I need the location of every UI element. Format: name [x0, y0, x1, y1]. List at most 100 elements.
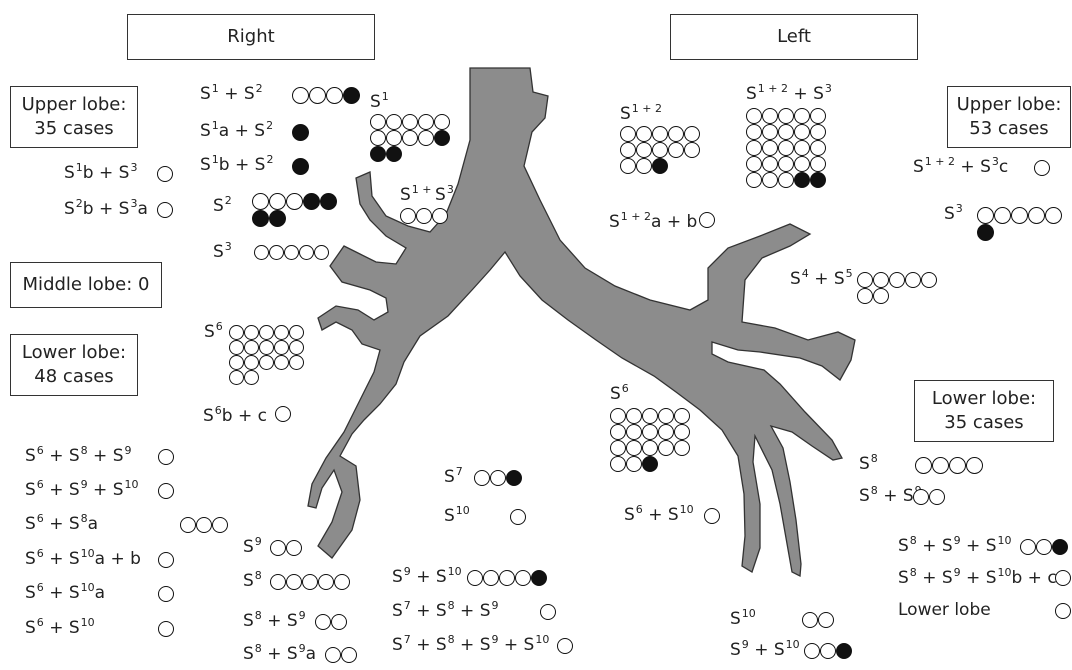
- open-case-circle: [949, 457, 966, 474]
- open-case-circle: [820, 643, 836, 659]
- open-case-circle: [157, 166, 173, 182]
- open-case-circle: [746, 156, 762, 172]
- segment-label-r19: S10: [444, 504, 470, 526]
- open-case-circle: [418, 114, 434, 130]
- open-case-circle: [802, 612, 818, 628]
- open-case-circle: [158, 449, 174, 465]
- open-case-circle: [794, 124, 810, 140]
- open-case-circle: [434, 114, 450, 130]
- open-case-circle: [778, 140, 794, 156]
- case-markers-l2: [746, 108, 826, 188]
- open-case-circle: [274, 325, 289, 340]
- segment-label-r25: S7 + S8 + S9: [392, 599, 499, 621]
- segment-label-r24: S9 + S10: [392, 565, 462, 587]
- open-case-circle: [259, 340, 274, 355]
- case-markers-r13: [158, 483, 174, 499]
- filled-case-circle: [370, 146, 386, 162]
- open-case-circle: [157, 202, 173, 218]
- open-case-circle: [229, 370, 244, 385]
- right-header-label: Right: [227, 26, 275, 47]
- open-case-circle: [315, 614, 331, 630]
- open-case-circle: [292, 87, 309, 104]
- open-case-circle: [259, 325, 274, 340]
- segment-label-l12: S8 + S9 + S10b + c: [898, 566, 1057, 588]
- left-upper-lobe-count: 53 cases: [969, 118, 1049, 139]
- open-case-circle: [510, 509, 526, 525]
- case-markers-r3: [292, 158, 309, 175]
- case-markers-r6: [252, 193, 337, 227]
- open-case-circle: [746, 108, 762, 124]
- right-upper-lobe-title: Upper lobe:: [21, 94, 127, 115]
- segment-label-r14: S6 + S8a: [25, 512, 99, 534]
- open-case-circle: [778, 172, 794, 188]
- segment-label-r13: S6 + S9 + S10: [25, 478, 139, 500]
- case-markers-r16: [158, 586, 174, 602]
- right-lower-lobe-box: Lower lobe: 48 cases: [10, 334, 138, 396]
- open-case-circle: [636, 126, 652, 142]
- case-markers-r20: [270, 540, 302, 556]
- open-case-circle: [658, 440, 674, 456]
- open-case-circle: [418, 130, 434, 146]
- open-case-circle: [483, 570, 499, 586]
- open-case-circle: [932, 457, 949, 474]
- open-case-circle: [331, 614, 347, 630]
- case-markers-l15: [804, 643, 852, 659]
- case-markers-r24: [467, 570, 547, 586]
- open-case-circle: [196, 517, 212, 533]
- open-case-circle: [274, 355, 289, 370]
- bronchial-tree-shape: [307, 67, 856, 578]
- open-case-circle: [642, 440, 658, 456]
- open-case-circle: [474, 470, 490, 486]
- segment-label-r26: S7 + S8 + S9 + S10: [392, 633, 550, 655]
- open-case-circle: [620, 158, 636, 174]
- open-case-circle: [652, 142, 668, 158]
- case-markers-r2: [292, 124, 309, 141]
- segment-label-r8: S1: [370, 90, 389, 112]
- open-case-circle: [704, 508, 720, 524]
- segment-label-l11: S8 + S9 + S10: [898, 534, 1012, 556]
- segment-label-l3: S1 + 2a + b: [609, 210, 698, 232]
- open-case-circle: [818, 612, 834, 628]
- open-case-circle: [873, 272, 889, 288]
- open-case-circle: [762, 124, 778, 140]
- open-case-circle: [490, 470, 506, 486]
- right-lower-lobe-count: 48 cases: [34, 366, 114, 387]
- open-case-circle: [270, 540, 286, 556]
- right-lower-lobe-title: Lower lobe:: [21, 342, 127, 363]
- segment-label-r23: S8 + S9a: [243, 642, 317, 664]
- open-case-circle: [1036, 539, 1052, 555]
- open-case-circle: [684, 126, 700, 142]
- open-case-circle: [620, 142, 636, 158]
- case-markers-l12: [1055, 570, 1071, 586]
- open-case-circle: [746, 172, 762, 188]
- open-case-circle: [762, 156, 778, 172]
- open-case-circle: [762, 140, 778, 156]
- open-case-circle: [642, 424, 658, 440]
- open-case-circle: [229, 340, 244, 355]
- open-case-circle: [158, 586, 174, 602]
- segment-label-l4: S1 + 2 + S3c: [913, 155, 1009, 177]
- segment-label-l5: S3: [944, 202, 963, 224]
- open-case-circle: [699, 212, 715, 228]
- open-case-circle: [275, 406, 291, 422]
- filled-case-circle: [320, 193, 337, 210]
- open-case-circle: [432, 208, 448, 224]
- open-case-circle: [626, 408, 642, 424]
- case-markers-r12: [158, 449, 174, 465]
- open-case-circle: [229, 325, 244, 340]
- open-case-circle: [746, 140, 762, 156]
- open-case-circle: [778, 156, 794, 172]
- case-markers-r17: [158, 621, 174, 637]
- segment-label-l15: S9 + S10: [730, 638, 800, 660]
- open-case-circle: [626, 424, 642, 440]
- right-upper-lobe-count: 35 cases: [34, 118, 114, 139]
- segment-label-r9: S1 + S3: [400, 183, 454, 205]
- case-markers-l6: [857, 272, 937, 304]
- open-case-circle: [259, 355, 274, 370]
- open-case-circle: [1020, 539, 1036, 555]
- open-case-circle: [314, 245, 329, 260]
- segment-label-l2: S1 + 2 + S3: [746, 82, 832, 104]
- case-markers-r5: [157, 202, 173, 218]
- open-case-circle: [778, 124, 794, 140]
- open-case-circle: [309, 87, 326, 104]
